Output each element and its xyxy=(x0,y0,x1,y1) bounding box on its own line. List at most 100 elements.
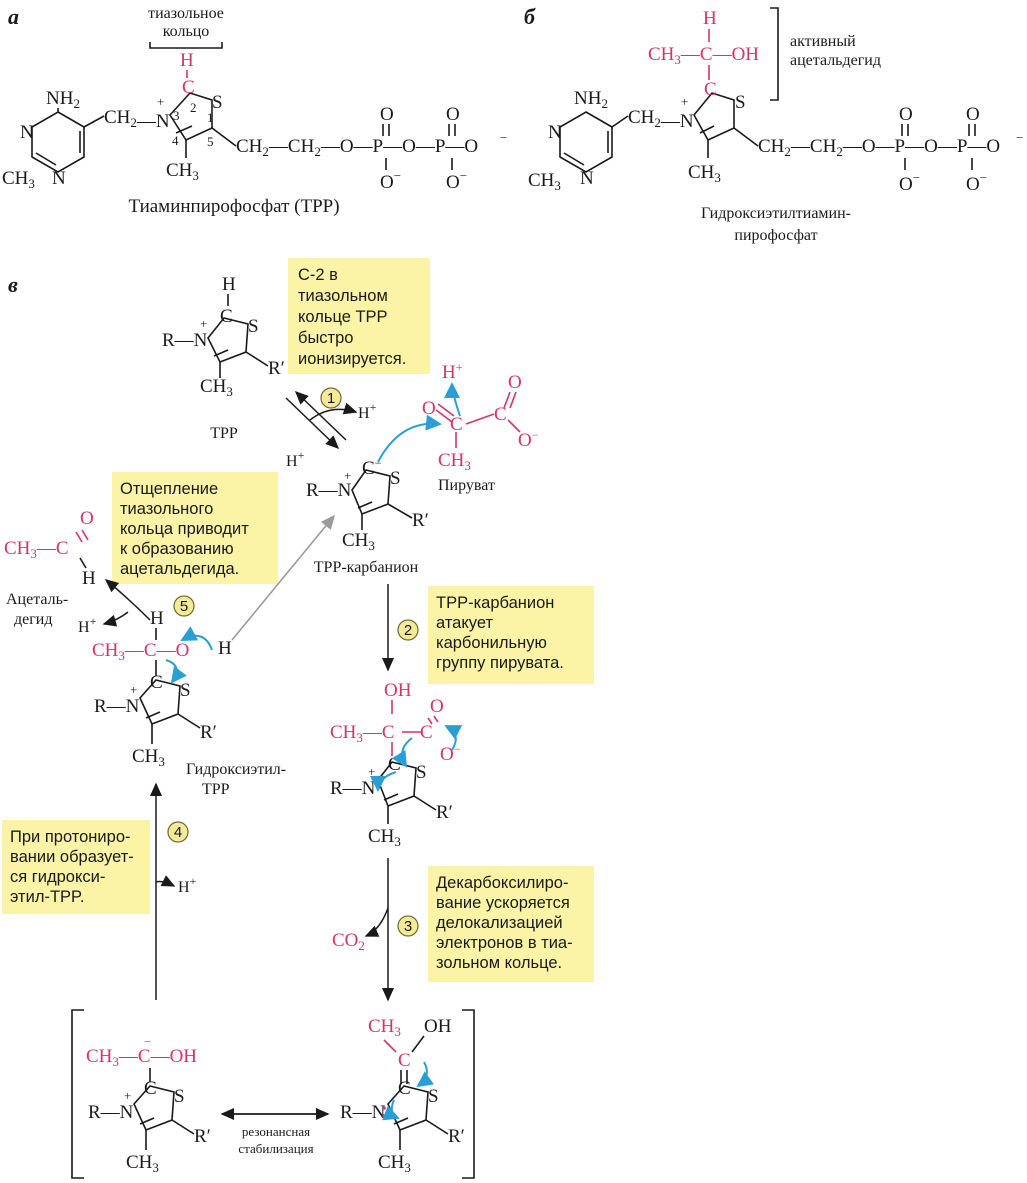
svg-text:R′: R′ xyxy=(194,1126,211,1147)
svg-text:R—N: R—N xyxy=(330,778,376,799)
svg-text:S: S xyxy=(248,316,259,337)
ring-label-line2: кольцо xyxy=(163,23,210,40)
svg-text:C: C xyxy=(220,306,233,327)
svg-text:CH3: CH3 xyxy=(126,1152,159,1175)
acetaldehyde-structure: CH3—C O H xyxy=(4,508,96,589)
methylene-bridge: CH2—N xyxy=(104,107,170,132)
svg-text:O: O xyxy=(430,696,444,717)
svg-text:C: C xyxy=(494,404,507,425)
carbanion-attack-arrow xyxy=(377,414,442,463)
svg-text:CH3: CH3 xyxy=(378,1152,411,1175)
n-plus-charge: + xyxy=(157,94,164,109)
svg-text:−: − xyxy=(144,1034,151,1049)
pos-3: 3 xyxy=(173,108,180,123)
svg-text:OH: OH xyxy=(384,680,412,701)
svg-text:H+: H+ xyxy=(442,360,463,383)
svg-text:O−: O− xyxy=(446,168,467,193)
c2-hydrogen: H xyxy=(180,50,194,71)
svg-text:R—N: R—N xyxy=(162,330,208,351)
thiazole-ring-callout: тиазольное кольцо xyxy=(148,5,224,49)
label-pyruvate: Пируват xyxy=(438,477,495,494)
svg-text:+: + xyxy=(124,1088,131,1103)
step-1-marker xyxy=(320,387,342,409)
ring-n-top: N xyxy=(20,122,34,143)
svg-text:CH2—N: CH2—N xyxy=(628,107,694,132)
svg-text:O: O xyxy=(446,104,460,125)
svg-text:S: S xyxy=(416,762,427,783)
svg-text:CH3: CH3 xyxy=(368,1016,401,1039)
step-3-marker xyxy=(397,915,419,937)
active-acetaldehyde-line2: ацетальдегид xyxy=(790,52,881,69)
pyrimidine-ring-b: NH2 N N CH3 xyxy=(528,88,629,193)
svg-text:H+: H+ xyxy=(178,874,197,896)
svg-text:H+: H+ xyxy=(286,448,305,470)
svg-text:O−: O− xyxy=(380,168,401,193)
hetpp-caption-line2: пирофосфат xyxy=(734,227,817,244)
svg-text:O: O xyxy=(899,104,913,125)
svg-text:CH3: CH3 xyxy=(438,450,471,473)
resonance-bracket-right xyxy=(462,1009,475,1179)
svg-text:R—N: R—N xyxy=(306,480,352,501)
svg-text:C: C xyxy=(144,1078,157,1099)
c2-carbon: C xyxy=(182,77,195,98)
svg-text:H: H xyxy=(222,274,236,295)
note-step4: При протониро-вании образует-ся гидрокси… xyxy=(2,820,150,914)
svg-text:CH3: CH3 xyxy=(200,376,233,399)
panel-label-a: a xyxy=(8,4,19,29)
svg-text:N: N xyxy=(580,168,594,189)
label-carbanion: TPP-карбанион xyxy=(314,559,419,576)
svg-text:CH3—C: CH3—C xyxy=(4,538,69,561)
hydroxyethyl-tpp-structure: H CH3—C—O H C S R—N + CH3 R′ xyxy=(92,608,232,769)
svg-text:O−: O− xyxy=(899,170,920,195)
svg-text:+: + xyxy=(368,764,375,779)
step5-regeneration-arrow xyxy=(231,514,336,641)
tpp-structure: H C S R—N + CH3 R′ xyxy=(162,274,285,399)
svg-text:O: O xyxy=(380,104,394,125)
step-4-number: 4 xyxy=(174,824,182,841)
step5-release-arrow xyxy=(104,579,151,621)
svg-text:CH3: CH3 xyxy=(132,746,165,769)
resonance-form-left: CH3—C—OH − C S R—N + CH3 R′ xyxy=(86,1034,211,1175)
svg-text:CH3: CH3 xyxy=(528,170,561,193)
panel-label-c: в xyxy=(8,272,18,297)
svg-text:NH2: NH2 xyxy=(574,88,608,111)
step-3-number: 3 xyxy=(404,918,412,935)
label-hydroxyethyl-line1: Гидроксиэтил- xyxy=(186,761,286,778)
pos-1: 1 xyxy=(207,110,214,125)
svg-text:CH2—CH2—O—P—O—P—O: CH2—CH2—O—P—O—P—O xyxy=(236,136,478,159)
svg-text:C: C xyxy=(398,1050,411,1071)
svg-text:O−: O− xyxy=(966,170,987,195)
pyrophosphate-chain-b: CH2—CH2—O—P—O—P—O − O O− O O− xyxy=(758,104,1023,195)
svg-text:CH3—C—OH: CH3—C—OH xyxy=(86,1046,197,1069)
ring-bracket xyxy=(149,42,223,49)
svg-text:R—N: R—N xyxy=(88,1102,134,1123)
panel-label-b: б xyxy=(524,4,536,29)
svg-text:+: + xyxy=(344,468,351,483)
methyl-pyrimidine: CH3 xyxy=(2,168,35,191)
svg-text:R′: R′ xyxy=(200,722,217,743)
ring-label-line1: тиазольное xyxy=(148,5,224,22)
thiazole-methyl: CH3 xyxy=(166,160,199,183)
thiazolium-ring-b: C S CH3 xyxy=(688,79,759,185)
svg-text:−: − xyxy=(1016,130,1023,145)
pyrophosphate-chain-a: CH2—CH2—O—P—O—P—O − O O− O O− xyxy=(211,104,507,193)
tpp-carbanion-structure: C− S R—N + CH3 R′ xyxy=(306,456,429,553)
svg-text:+: + xyxy=(200,316,207,331)
svg-text:R′: R′ xyxy=(412,510,429,531)
tpp-caption: Тиаминпирофосфат (TPP) xyxy=(128,196,339,217)
amino-group: NH2 xyxy=(46,88,80,111)
svg-text:S: S xyxy=(174,1086,185,1107)
label-acetaldehyde-line2: дегид xyxy=(14,611,53,628)
step1-equilibrium: H+ H+ xyxy=(285,390,377,470)
pyruvate-h-arrow xyxy=(444,382,461,417)
svg-text:−: − xyxy=(500,130,507,145)
svg-text:O: O xyxy=(80,508,94,529)
svg-text:CH2—CH2—O—P—O—P—O: CH2—CH2—O—P—O—P—O xyxy=(758,136,1000,159)
svg-text:R—N: R—N xyxy=(340,1102,386,1123)
svg-text:CH3—C: CH3—C xyxy=(330,722,395,745)
